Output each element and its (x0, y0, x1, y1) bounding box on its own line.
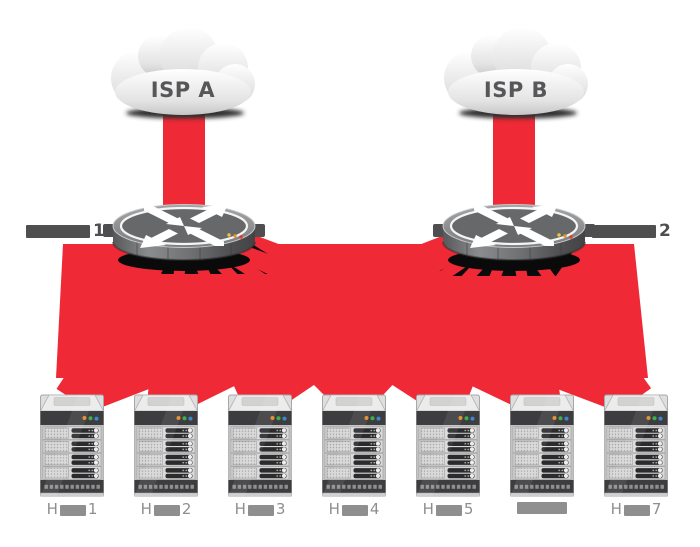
router-1-label-digit: 1 (93, 221, 105, 241)
router-2-label-digit: 2 (659, 221, 671, 241)
host-3-label: H 3 (234, 500, 286, 518)
router-1-label: 1 (26, 221, 105, 241)
host-4-label: H 4 (328, 500, 380, 518)
redaction-blob (247, 504, 274, 516)
host-1-label: H 1 (46, 500, 98, 518)
isp-b-label: ISP B (483, 78, 549, 102)
redaction-blob (623, 504, 650, 516)
redaction-blob (592, 224, 656, 238)
isp-a-label: ISP A (150, 78, 216, 102)
redaction-blob (153, 504, 180, 516)
host-2-label: H 2 (140, 500, 192, 518)
isp-a-uplink (163, 112, 205, 212)
server-tower-icon (511, 395, 574, 496)
router-icon (101, 202, 267, 273)
redaction-blob (341, 504, 368, 516)
host-7-label: H 7 (610, 500, 662, 518)
router-2-label: 2 (592, 221, 671, 241)
redaction-blob (435, 504, 462, 516)
server-tower-icon (605, 395, 668, 496)
isp-b-uplink (493, 112, 535, 212)
host-5-label: H 5 (422, 500, 474, 518)
redaction-blob (26, 224, 90, 238)
cloud-icon (444, 27, 588, 119)
redaction-blob (59, 504, 86, 516)
server-tower-icon (417, 395, 480, 496)
host-6-label (495, 500, 589, 514)
server-tower-icon (323, 395, 386, 496)
redaction-blob (517, 502, 567, 514)
router-icon (431, 202, 597, 273)
server-tower-icon (135, 395, 198, 496)
server-tower-icon (41, 395, 104, 496)
cloud-icon (111, 27, 255, 119)
server-tower-icon (229, 395, 292, 496)
